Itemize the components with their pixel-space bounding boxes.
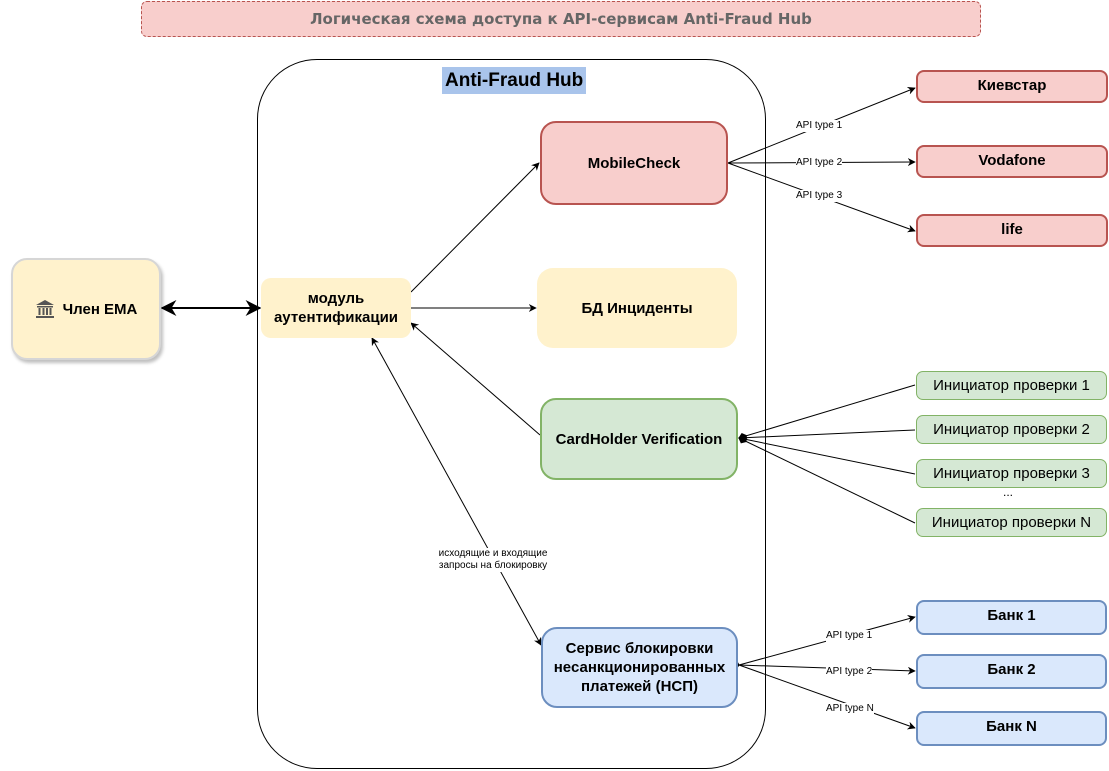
edge-label-api-type-2: API type 2	[796, 157, 843, 169]
edge-initN-chv	[738, 436, 916, 524]
hub-title: Anti-Fraud Hub	[442, 67, 587, 94]
edge-label-bank-api-type-1: API type 1	[826, 630, 873, 642]
initiators-ellipsis: ...	[1003, 485, 1014, 499]
edge-init1-chv	[738, 384, 916, 441]
initiator-n: Инициатор проверки N	[916, 508, 1107, 537]
initiator-2: Инициатор проверки 2	[916, 415, 1107, 444]
edge-label-api-type-3: API type 3	[796, 190, 843, 202]
operator-life: life	[916, 214, 1108, 247]
ema-member-label: Член ЕМА	[62, 300, 138, 318]
bank-building-icon	[35, 300, 54, 318]
edge-init2-chv	[738, 429, 916, 442]
edge-label-bank-api-type-2: API type 2	[826, 666, 873, 678]
bank-1: Банк 1	[916, 600, 1107, 635]
anti-fraud-hub-container	[257, 59, 766, 769]
diagram-title: Логическая схема доступа к API-сервисам …	[141, 1, 981, 37]
auth-module-node: модуль аутентификации	[261, 278, 411, 338]
edge-nsp-bankN	[730, 659, 916, 730]
edge-label-api-type-1: API type 1	[796, 120, 843, 132]
edge-label-blocking-requests: исходящие и входящие запросы на блокиров…	[430, 548, 556, 572]
mobilecheck-node: MobileCheck	[540, 121, 728, 205]
edge-init3-chv	[738, 434, 916, 475]
edge-chv-auth	[410, 322, 541, 436]
operator-vodafone: Vodafone	[916, 145, 1108, 178]
bank-2: Банк 2	[916, 654, 1107, 689]
incidents-db-node: БД Инциденты	[537, 268, 737, 348]
nsp-service-node: Сервис блокировки несанкционированных пл…	[541, 627, 738, 708]
initiator-1: Инициатор проверки 1	[916, 371, 1107, 400]
cardholder-verification-node: CardHolder Verification	[540, 398, 738, 480]
ema-member-node: Член ЕМА	[11, 258, 161, 360]
edge-auth-mobilecheck	[410, 162, 540, 293]
edge-label-bank-api-type-n: API type N	[826, 703, 874, 715]
operator-kyivstar: Киевстар	[916, 70, 1108, 103]
edge-auth-nsp	[371, 337, 542, 646]
initiator-3: Инициатор проверки 3	[916, 459, 1107, 488]
bank-n: Банк N	[916, 711, 1107, 746]
